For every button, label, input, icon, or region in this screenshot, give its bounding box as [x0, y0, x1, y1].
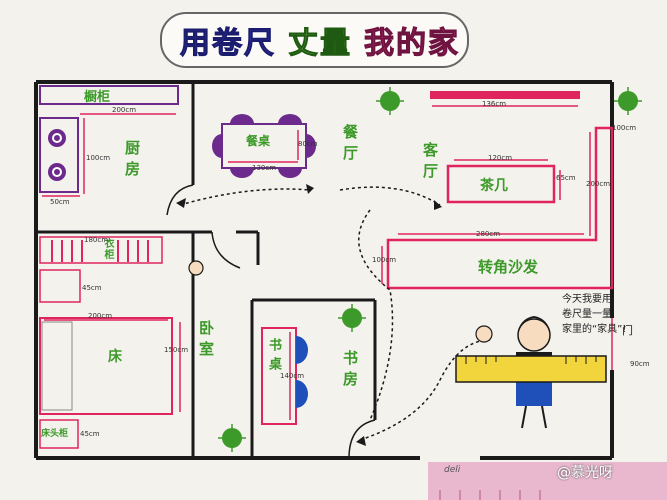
label-corner-sofa: 转角沙发 [478, 258, 539, 276]
label-dining-table: 餐桌 [246, 134, 271, 148]
stove-burners [48, 129, 66, 181]
measure-tea-depth: 65cm [556, 174, 576, 182]
measure-tea-width: 120cm [488, 154, 513, 162]
measure-table-width: 130cm [252, 164, 277, 172]
tv-cabinet [430, 91, 580, 99]
note-text: 今天我要用 卷尺量一量 家里的“家具”! [562, 292, 626, 337]
drawer-unit [39, 269, 81, 303]
measure-desk-length: 140cm [280, 372, 305, 380]
measure-kitchen-depth: 100cm [86, 154, 111, 162]
title-part-3: 我的家 [364, 26, 460, 62]
room-living: 客厅 [421, 142, 439, 184]
label-cabinet: 橱柜 [84, 90, 111, 105]
label-tea-table: 茶几 [480, 178, 508, 194]
measure-sofa-depth: 200cm [586, 180, 611, 188]
measure-bed-length: 200cm [88, 312, 113, 320]
kitchen-measure-lines [42, 113, 176, 197]
desk-shape [261, 327, 297, 425]
room-kitchen: 厨房 [123, 140, 141, 182]
room-dining: 餐厅 [341, 124, 359, 166]
small-figure-icon [188, 260, 204, 276]
hangers [51, 240, 149, 262]
note-line-1: 今天我要用 [562, 294, 612, 305]
small-kid-icon [475, 325, 493, 343]
measure-bed-width: 150cm [164, 346, 189, 354]
page-title: 用卷尺丈量我的家 [180, 18, 460, 62]
label-nightstand: 床头柜 [41, 429, 69, 439]
note-line-2: 卷尺量一量 [562, 309, 612, 320]
dining-chairs [212, 114, 316, 178]
note-line-3: 家里的“家具”! [562, 324, 627, 335]
title-part-1: 用卷尺 [180, 26, 276, 62]
watermark: @慕光呀 [557, 465, 613, 481]
measure-door-width: 90cm [630, 360, 650, 368]
desk-chairs [296, 336, 308, 408]
measure-tv-width: 136cm [482, 100, 507, 108]
measure-nightstand-height: 45cm [80, 430, 100, 438]
measure-wardrobe-width: 180cm [84, 236, 109, 244]
measure-stove-width: 50cm [50, 198, 70, 206]
measure-sofa-arm: 100cm [372, 256, 397, 264]
ruler-brand: deli [444, 465, 461, 475]
pink-ruler [428, 462, 667, 500]
title-banner [160, 12, 469, 68]
kitchen-cabinet [39, 85, 179, 193]
measure-sofa-side: 100cm [612, 124, 637, 132]
walk-paths [179, 186, 491, 441]
tape-measure [455, 355, 607, 383]
wardrobe-shape [39, 236, 163, 264]
inner-walls [36, 82, 377, 458]
measure-drawer-height: 45cm [82, 284, 102, 292]
room-bedroom: 卧室 [197, 320, 215, 362]
pillow [41, 321, 73, 411]
door-swings [166, 184, 376, 459]
room-study: 书房 [341, 350, 359, 392]
label-door: 门 [622, 324, 633, 337]
label-bed: 床 [108, 349, 122, 365]
title-part-2: 丈量 [288, 26, 352, 62]
label-wardrobe: 衣柜 [102, 238, 113, 260]
tea-table-shape [446, 164, 556, 204]
bed-shape [39, 317, 173, 415]
label-desk: 书桌 [266, 338, 281, 376]
measure-sofa-length: 280cm [476, 230, 501, 238]
tape-ticks [465, 356, 597, 364]
plant-rays [218, 87, 642, 452]
nightstand-shape [39, 419, 79, 449]
measure-table-depth: 80cm [298, 140, 318, 148]
measure-cabinet-width: 200cm [112, 106, 137, 114]
